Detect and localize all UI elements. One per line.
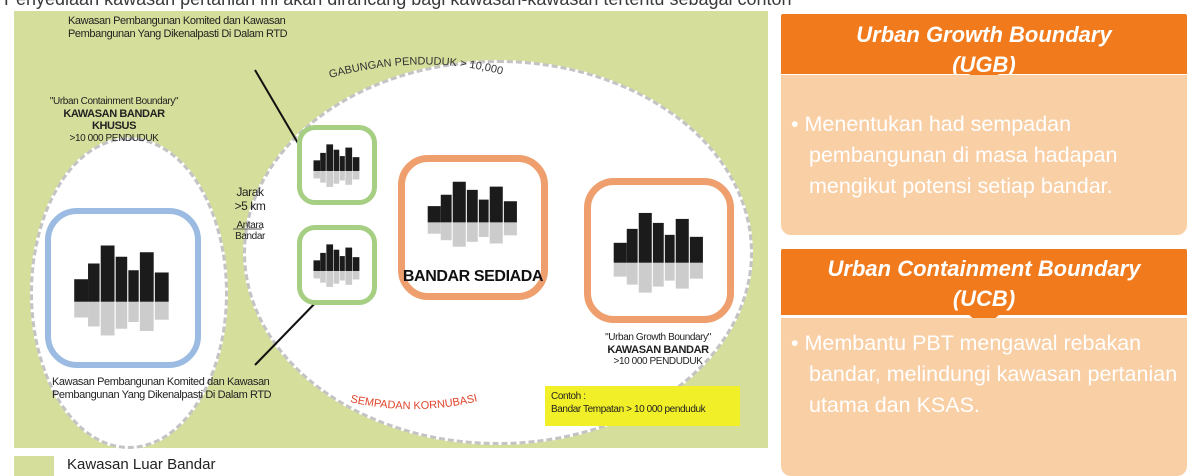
example-text: Bandar Tempatan > 10 000 penduduk (551, 404, 706, 415)
ucb-bullet-text: Membantu PBT mengawal rebakan bandar, me… (804, 331, 1178, 417)
legend-label: Kawasan Luar Bandar (67, 456, 216, 473)
city-skyline-icon (313, 244, 360, 288)
distance-word: Jarak (236, 185, 264, 199)
committed-area-label-bottom: Kawasan Pembangunan Komited dan Kawasan … (52, 376, 272, 401)
committed-area-frame-bottom (297, 225, 377, 305)
existing-town-label: BANDAR SEDIADA (402, 268, 544, 285)
ugb-quote: "Urban Growth Boundary" (605, 332, 711, 343)
cut-off-heading: Penyediaan kawasan pertanian ini akan di… (0, 0, 1195, 10)
ugb-panel-abbr: (UGB) (952, 52, 1016, 77)
bullet-icon: • (791, 331, 799, 355)
ucb-panel-body: • Membantu PBT mengawal rebakan bandar, … (781, 318, 1187, 476)
ucb-bullet-item: • Membantu PBT mengawal rebakan bandar, … (789, 328, 1183, 421)
committed-area-label-top: Kawasan Pembangunan Komited dan Kawasan … (68, 15, 288, 40)
city-skyline-icon (427, 182, 517, 248)
ugb-label: "Urban Growth Boundary" KAWASAN BANDAR >… (590, 332, 726, 368)
distance-between: Antara (236, 219, 264, 231)
ucb-title: KAWASAN BANDAR KHUSUS (63, 107, 165, 133)
ugb-bullet-text: Menentukan had sempadan pembangunan di m… (804, 112, 1118, 198)
example-box: Contoh : Bandar Tempatan > 10 000 pendud… (545, 386, 740, 426)
distance-label: Jarak >5 km Antara Bandar (228, 185, 272, 243)
ugb-panel-header: Urban Growth Boundary (UGB) (781, 14, 1187, 77)
cut-off-heading-text: Penyediaan kawasan pertanian ini akan di… (4, 0, 792, 10)
arc-bottom-label: SEMPADAN KORNUBASI (349, 392, 478, 412)
ugb-bullet-item: • Menentukan had sempadan pembangunan di… (789, 109, 1183, 202)
bullet-icon: • (791, 112, 799, 136)
ucb-population: >10 000 PENDUDUK (69, 132, 159, 144)
arc-top-label: GABUNGAN PENDUDUK > 10,000 (328, 55, 505, 80)
ugb-panel-title: Urban Growth Boundary (856, 22, 1112, 47)
distance-towns: Bandar (235, 231, 265, 243)
city-skyline-icon (74, 245, 170, 336)
ugb-town-frame (584, 178, 734, 323)
distance-value: >5 km (234, 198, 266, 213)
ucb-special-town-frame (45, 208, 201, 368)
pointer-line-top (254, 69, 303, 151)
ucb-quote: "Urban Containment Boundary" (49, 96, 179, 107)
ugb-population: >10 000 PENDUDUK (613, 356, 703, 368)
ucb-label: "Urban Containment Boundary" KAWASAN BAN… (40, 96, 188, 144)
ugb-panel-body: • Menentukan had sempadan pembangunan di… (781, 75, 1187, 235)
committed-area-frame-top (297, 125, 377, 205)
city-skyline-icon (313, 144, 360, 188)
existing-town-frame (398, 155, 548, 300)
ucb-panel-abbr: (UCB) (952, 286, 1016, 311)
ucb-panel-header: Urban Containment Boundary (UCB) (781, 249, 1187, 315)
example-title: Contoh : (551, 391, 586, 402)
ucb-panel-title: Urban Containment Boundary (827, 256, 1141, 281)
city-skyline-icon (613, 212, 703, 293)
pointer-line-bottom (254, 294, 324, 366)
ugb-title: KAWASAN BANDAR (607, 343, 709, 356)
legend-swatch (14, 456, 54, 476)
